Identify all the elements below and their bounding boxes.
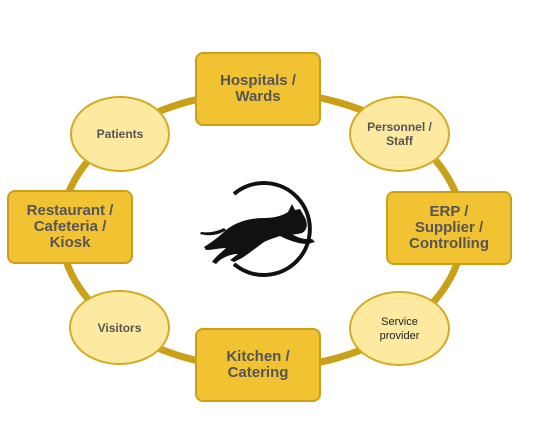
restaurant-cafeteria-kiosk-box: Restaurant / Cafeteria / Kiosk [7, 190, 133, 264]
visitors-oval: Visitors [69, 290, 170, 365]
hospitals-wards-box: Hospitals / Wards [195, 52, 321, 126]
panther-icon [200, 204, 315, 264]
personnel-staff-oval: Personnel / Staff [349, 96, 450, 172]
erp-supplier-controlling-box: ERP / Supplier / Controlling [386, 191, 512, 265]
logo-ring-arc [232, 181, 312, 277]
kitchen-catering-box: Kitchen / Catering [195, 328, 321, 402]
patients-oval: Patients [70, 96, 170, 172]
service-provider-oval: Service provider [349, 291, 450, 366]
leaping-panther-logo [200, 181, 315, 277]
